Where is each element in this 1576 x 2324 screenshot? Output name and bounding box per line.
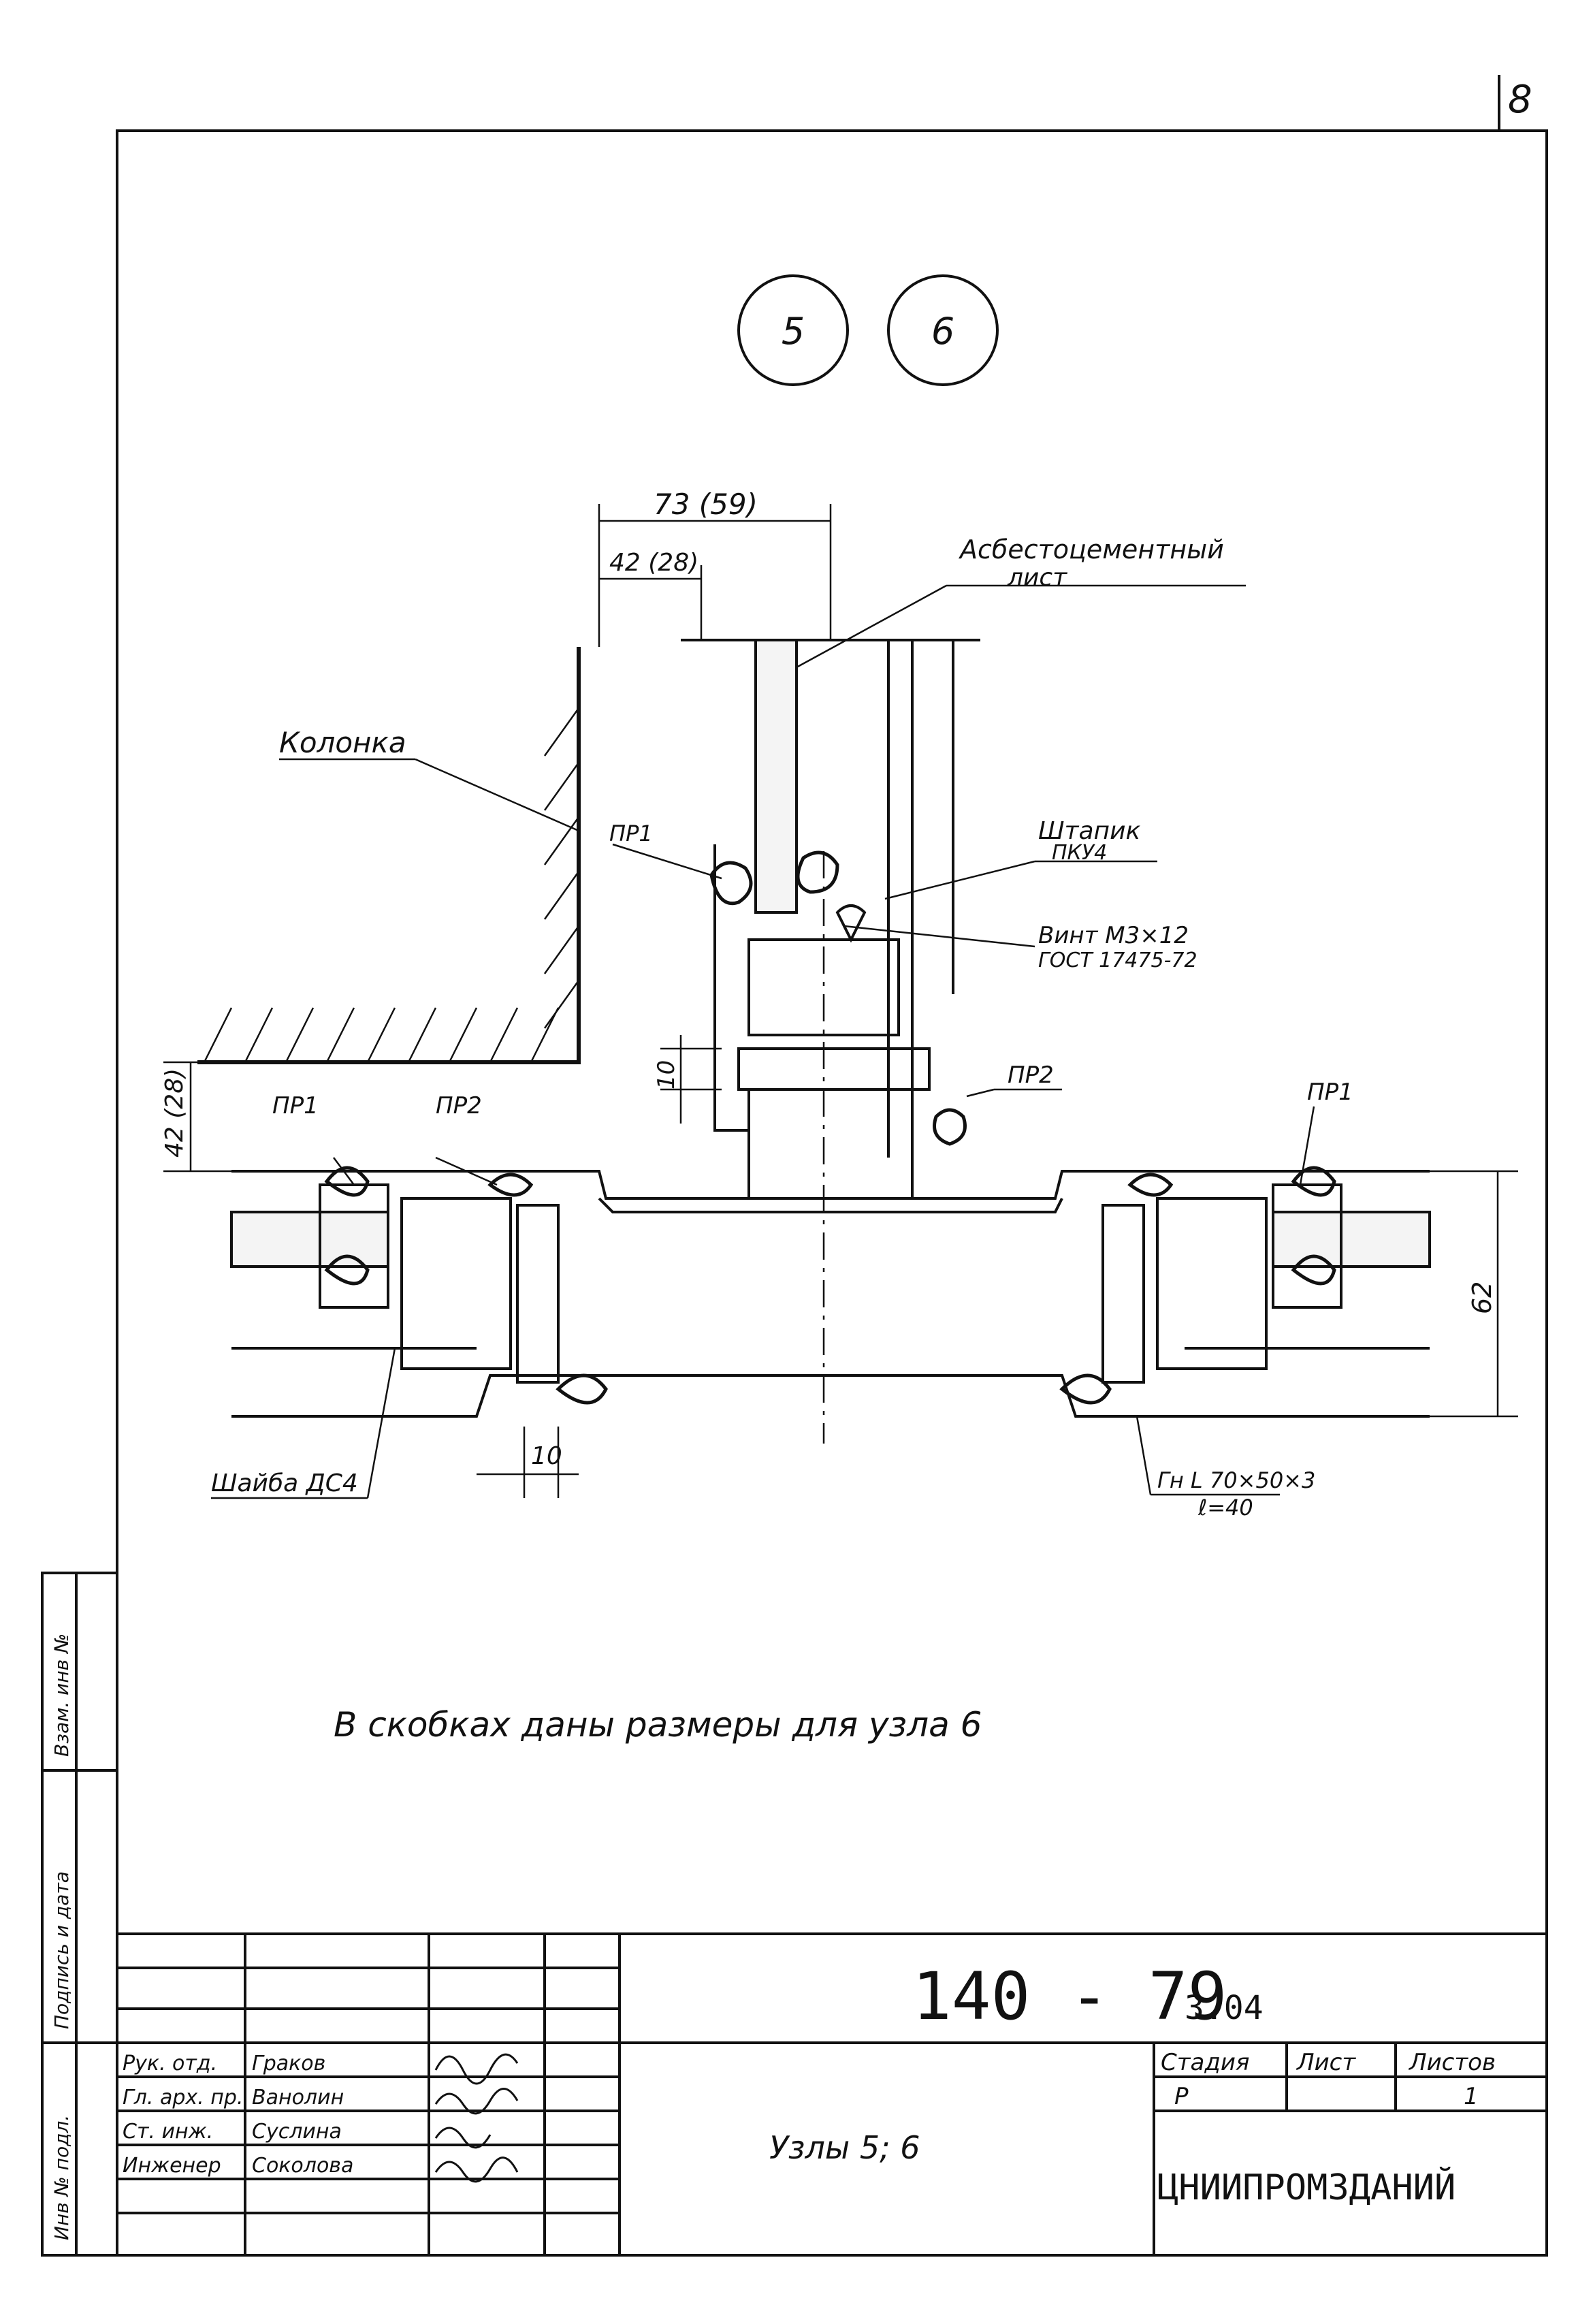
label-screw-gost: ГОСТ 17475-72 <box>1038 949 1197 972</box>
label-column: Колонка <box>279 726 406 759</box>
label-glazing-bead-code: ПКУ4 <box>1052 841 1107 865</box>
role-4: Инженер <box>123 2154 221 2178</box>
label-screw: Винт М3×12 <box>1038 922 1189 949</box>
vertical-profile <box>681 639 980 1200</box>
node-circle-5 <box>737 274 849 386</box>
role-1: Рук. отд. <box>123 2052 217 2075</box>
note-brackets: В скобках даны размеры для узла 6 <box>334 1705 982 1745</box>
stamp-inv-orig: Инв № подл. <box>50 2115 73 2240</box>
label-pr1-left: ПР1 <box>272 1092 319 1119</box>
sheet-header: Лист <box>1296 2049 1356 2076</box>
doc-title: Узлы 5; 6 <box>769 2129 920 2166</box>
name-4: Соколова <box>252 2154 353 2178</box>
label-pr1-top: ПР1 <box>609 821 653 846</box>
stamp-inv-replace: Взам. инв № <box>50 1634 73 1757</box>
name-1: Граков <box>252 2052 325 2075</box>
role-3: Ст. инж. <box>123 2120 213 2144</box>
label-pr2-mid: ПР2 <box>1008 1062 1054 1089</box>
sheets-value: 1 <box>1464 2083 1479 2110</box>
label-angle-length: ℓ=40 <box>1197 1495 1253 1521</box>
dim-gap-bottom: 10 <box>531 1442 562 1470</box>
node-label-6: 6 <box>931 310 954 353</box>
column-outline <box>197 647 581 1064</box>
signatures <box>434 2053 519 2183</box>
dim-gap-vertical: 10 <box>653 1060 680 1089</box>
name-2: Ванолин <box>252 2086 344 2110</box>
label-glazing-bead: Штапик <box>1038 817 1140 845</box>
column-hatching <box>203 707 580 1063</box>
role-2: Гл. арх. пр. <box>123 2086 243 2110</box>
stage-header: Стадия <box>1161 2049 1249 2076</box>
dim-right-height: 62 <box>1467 1282 1497 1314</box>
title-block <box>117 1932 1547 2255</box>
side-stamp <box>41 1572 118 2257</box>
horizontal-profile <box>230 1166 1431 1418</box>
dim-left-offset: 42 (28) <box>161 1068 189 1158</box>
label-asbestos-sheet: Асбестоцементный <box>958 535 1224 564</box>
doc-number: 140 - 79 <box>912 1958 1227 2035</box>
label-washer: Шайба ДС4 <box>211 1469 358 1497</box>
node-label-5: 5 <box>782 310 805 353</box>
dim-top-offset: 42 (28) <box>609 549 698 577</box>
name-3: Суслина <box>252 2120 342 2144</box>
org-name: ЦНИИПРОМЗДАНИЙ <box>1157 2167 1456 2208</box>
dim-top-width: 73 (59) <box>654 488 758 521</box>
label-pr1-right: ПР1 <box>1307 1079 1353 1106</box>
label-pr2-left: ПР2 <box>436 1092 482 1119</box>
label-angle: Гн L 70×50×3 <box>1157 1467 1315 1493</box>
sheets-header: Листов <box>1408 2049 1496 2076</box>
node-circle-6 <box>887 274 999 386</box>
stage-value: Р <box>1174 2083 1189 2110</box>
page-number: 8 <box>1508 78 1532 122</box>
dimension-lines <box>163 504 1518 1499</box>
label-asbestos-sheet-2: лист <box>1007 564 1067 592</box>
stamp-sign-date: Подпись и дата <box>50 1871 73 2029</box>
drawing-frame <box>116 129 1548 2257</box>
doc-suffix: 3.04 <box>1185 1989 1264 2027</box>
